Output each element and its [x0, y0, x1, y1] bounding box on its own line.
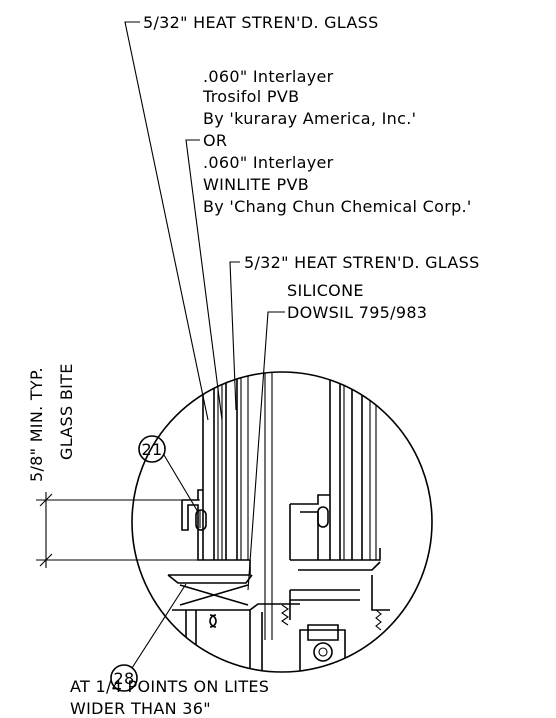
left-frame-profile	[167, 489, 300, 672]
interlayer2-line2: WINLITE PVB	[203, 175, 309, 194]
callout-21-label: 21	[142, 440, 163, 459]
silicone-line1: SILICONE	[287, 281, 364, 300]
outer-glass-label: 5/32" HEAT STREN'D. GLASS	[143, 13, 379, 32]
leader-outer-glass	[124, 21, 209, 421]
interlayer1-line2: Trosifol PVB	[202, 87, 299, 106]
callout-21-bubble	[138, 435, 166, 463]
leader-interlayer	[185, 139, 223, 421]
silicone-line2: DOWSIL 795/983	[287, 303, 427, 322]
callout-28-label: 28	[114, 669, 135, 688]
right-glass-unit	[329, 372, 377, 560]
leader-callout-28	[131, 583, 187, 669]
interlayer1-line3: By 'kuraray America, Inc.'	[203, 109, 416, 128]
leader-silicone	[247, 311, 285, 591]
detail-circle	[131, 371, 433, 673]
interlayer2-line1: .060" Interlayer	[203, 153, 334, 172]
glass-bite-dimension	[36, 492, 200, 568]
interlayer1-line1: .060" Interlayer	[203, 67, 334, 86]
inner-glass-label: 5/32" HEAT STREN'D. GLASS	[244, 253, 480, 272]
glass-bite-label: GLASS BITE	[57, 363, 76, 460]
note-line1: AT 1/4 POINTS ON LITES	[70, 677, 269, 696]
glass-bite-dim-label: 5/8" MIN. TYP.	[27, 367, 46, 482]
or-label: OR	[203, 131, 227, 150]
leader-inner-glass	[229, 261, 240, 411]
note-line2: WIDER THAN 36"	[70, 699, 211, 718]
leader-callout-21	[163, 454, 199, 513]
callout-28-bubble	[110, 664, 138, 692]
interlayer2-line3: By 'Chang Chun Chemical Corp.'	[203, 197, 472, 216]
left-glass-unit	[202, 372, 273, 640]
right-frame-profile	[281, 494, 390, 672]
